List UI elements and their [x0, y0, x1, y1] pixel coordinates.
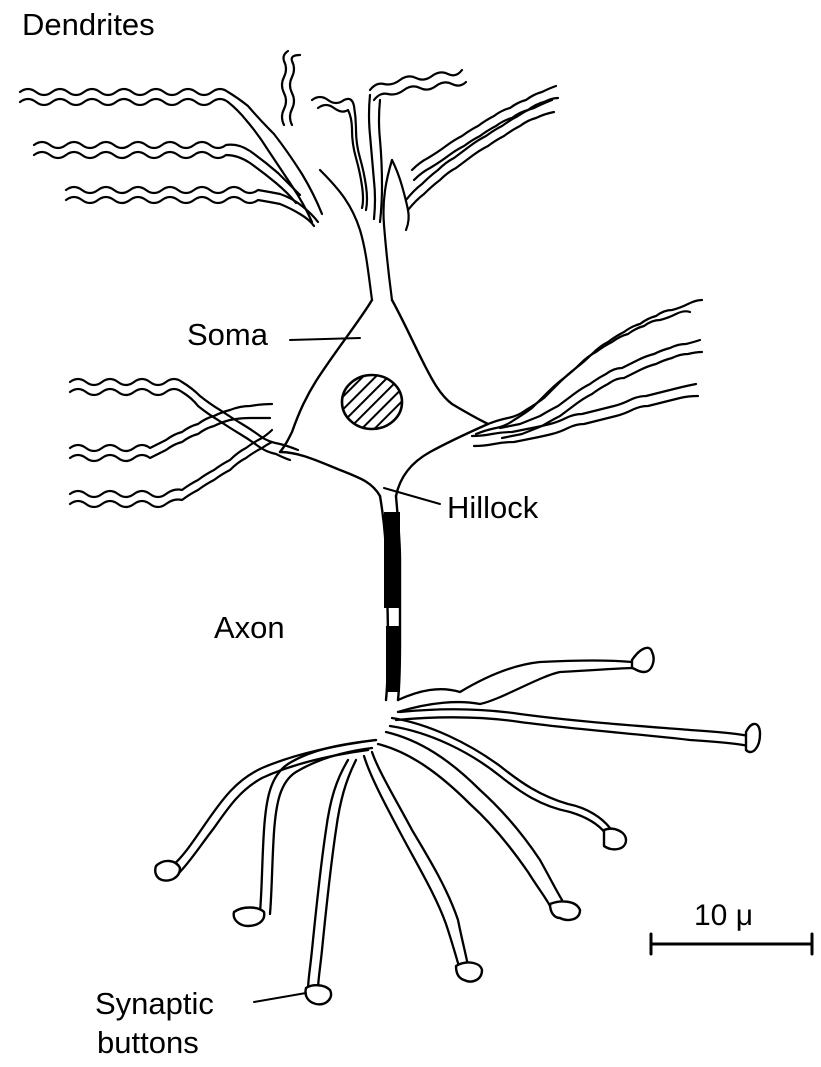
nucleus [342, 375, 402, 429]
soma-pointer [290, 338, 360, 340]
label-pointers [254, 338, 440, 1002]
hillock-label: Hillock [447, 491, 538, 525]
right-dendrites [472, 300, 702, 446]
synaptic-pointer [254, 993, 306, 1002]
synaptic-buttons-label-line2: buttons [97, 1026, 199, 1060]
myelin-band-lower [386, 626, 400, 692]
axon-terminals [172, 661, 748, 991]
dendrites-label: Dendrites [22, 8, 155, 42]
scale-bar-label: 10 μ [694, 899, 753, 932]
hillock-pointer [384, 488, 440, 504]
upper-dendrites [20, 51, 558, 300]
synaptic-buttons-label-line1: Synaptic [95, 987, 214, 1021]
left-dendrites [70, 379, 298, 507]
soma-label: Soma [187, 318, 268, 352]
myelin-band-upper [384, 512, 400, 608]
scale-bar [651, 934, 812, 954]
axon-label: Axon [214, 611, 285, 645]
